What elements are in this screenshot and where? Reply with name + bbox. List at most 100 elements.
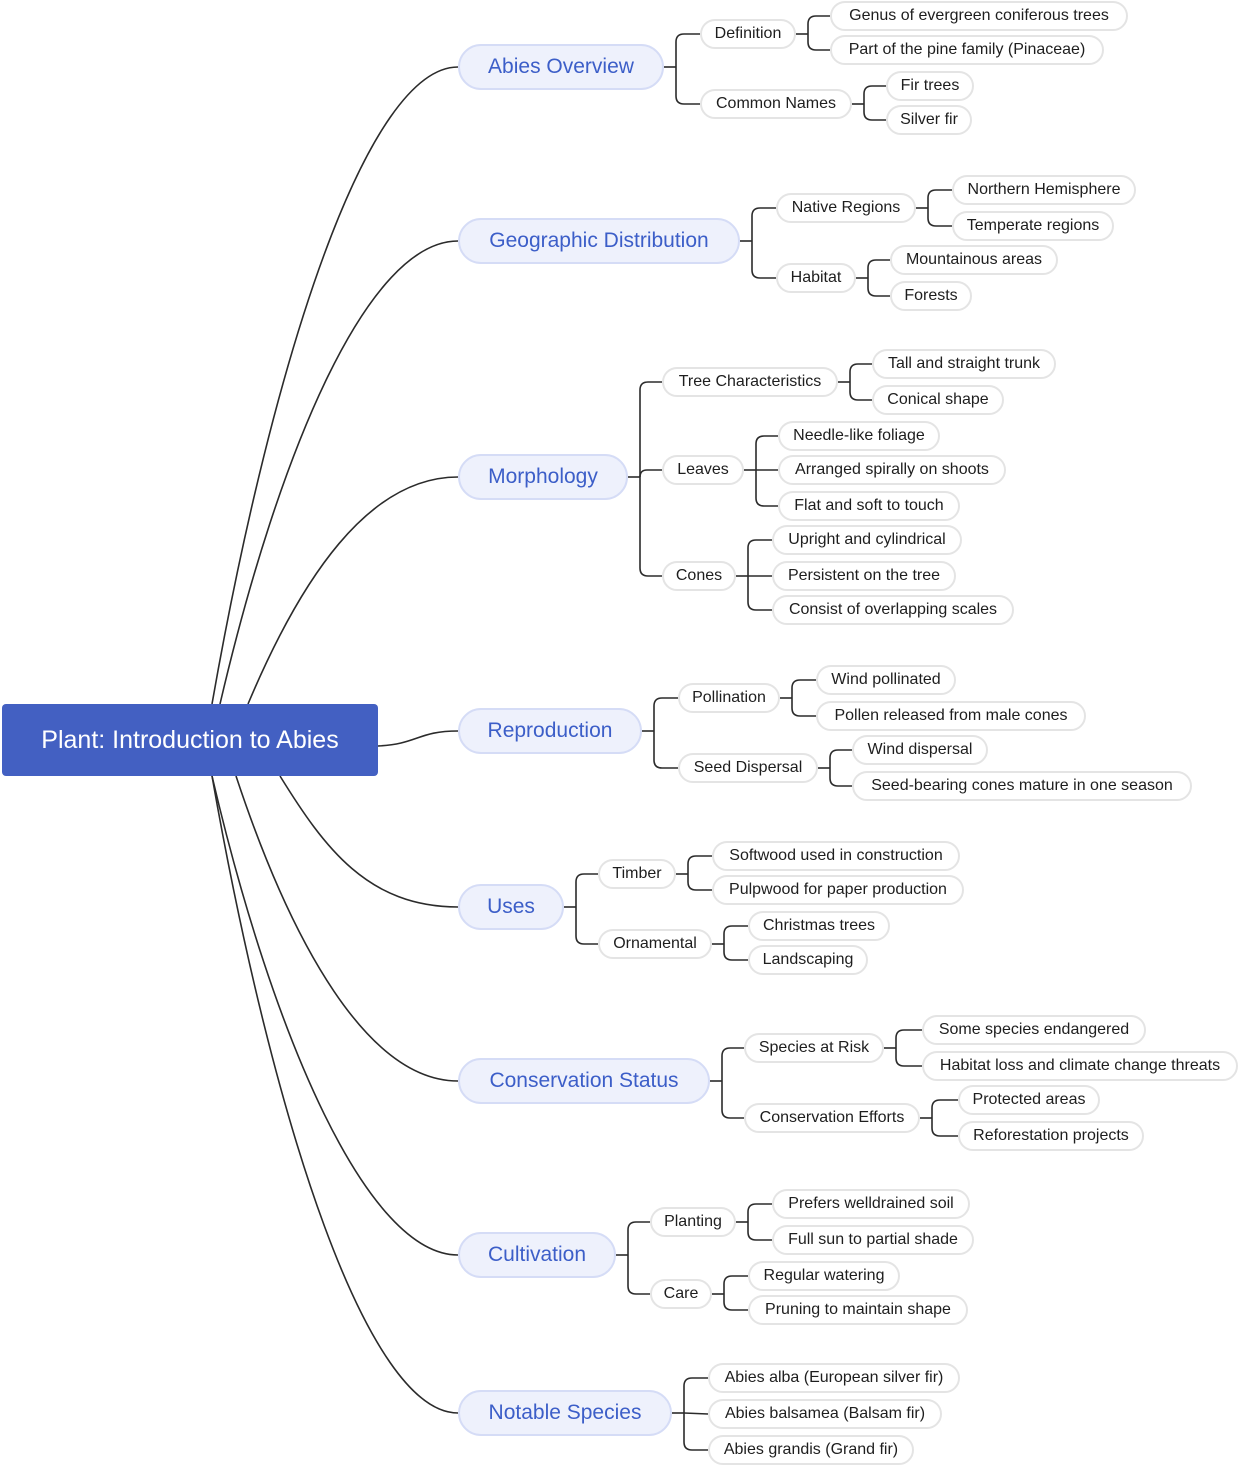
- branch-3-topic-1[interactable]: Seed Dispersal: [678, 753, 818, 783]
- branch-0[interactable]: Abies Overview: [458, 44, 664, 90]
- branch-2-topic-2[interactable]: Cones: [662, 561, 736, 591]
- root-node[interactable]: Plant: Introduction to Abies: [2, 704, 378, 776]
- branch-2-link-2: [639, 477, 662, 577]
- branch-3-topic-1-link-0: [829, 749, 852, 768]
- branch-2-topic-0-item-1[interactable]: Conical shape: [872, 385, 1004, 415]
- branch-5-topic-0-item-0[interactable]: Some species endangered: [922, 1015, 1146, 1045]
- branch-3-link-1: [653, 731, 678, 769]
- branch-2-topic-2-item-1[interactable]: Persistent on the tree: [772, 561, 956, 591]
- branch-1-topic-1-item-1[interactable]: Forests: [890, 281, 972, 311]
- branch-2[interactable]: Morphology: [458, 454, 628, 500]
- branch-1[interactable]: Geographic Distribution: [458, 218, 740, 264]
- branch-1-topic-0-item-1[interactable]: Temperate regions: [952, 211, 1114, 241]
- branch-1-topic-1-item-0[interactable]: Mountainous areas: [890, 245, 1058, 275]
- branch-5-topic-0-link-1: [895, 1048, 922, 1067]
- branch-2-topic-1-label: Leaves: [677, 461, 729, 478]
- branch-4-topic-1-item-0[interactable]: Christmas trees: [748, 911, 890, 941]
- branch-3-topic-1-link-1: [829, 768, 852, 787]
- branch-5-topic-1[interactable]: Conservation Efforts: [744, 1103, 920, 1133]
- branch-2-topic-2-link-0: [747, 539, 772, 576]
- branch-5-topic-0-item-1[interactable]: Habitat loss and climate change threats: [922, 1051, 1238, 1081]
- branch-0-topic-0-item-1[interactable]: Part of the pine family (Pinaceae): [830, 35, 1104, 65]
- branch-1-label: Geographic Distribution: [489, 229, 709, 252]
- branch-0-topic-1-item-1[interactable]: Silver fir: [886, 105, 972, 135]
- branch-4-topic-1-item-1[interactable]: Landscaping: [748, 945, 868, 975]
- branch-1-link-1: [751, 241, 776, 279]
- branch-2-topic-2-item-2[interactable]: Consist of overlapping scales: [772, 595, 1014, 625]
- branch-7-topic-1[interactable]: Abies balsamea (Balsam fir): [708, 1399, 942, 1429]
- branch-3[interactable]: Reproduction: [458, 708, 642, 754]
- branch-5-topic-1-item-0[interactable]: Protected areas: [958, 1085, 1100, 1115]
- branch-2-topic-1-link-0: [755, 435, 778, 470]
- branch-7-topic-0[interactable]: Abies alba (European silver fir): [708, 1363, 960, 1393]
- branch-2-topic-0-label: Tree Characteristics: [678, 373, 822, 390]
- branch-2-topic-2-item-0[interactable]: Upright and cylindrical: [772, 525, 962, 555]
- branch-5-topic-0[interactable]: Species at Risk: [744, 1033, 884, 1063]
- branch-1-topic-0-label: Native Regions: [791, 199, 901, 216]
- branch-6-topic-0-item-1-label: Full sun to partial shade: [788, 1231, 958, 1248]
- branch-0-topic-0-item-0[interactable]: Genus of evergreen coniferous trees: [830, 1, 1128, 31]
- branch-2-topic-0-item-0[interactable]: Tall and straight trunk: [872, 349, 1056, 379]
- branch-2-topic-1-item-2[interactable]: Flat and soft to touch: [778, 491, 960, 521]
- branch-2-topic-0-link-0: [849, 363, 872, 382]
- branch-3-topic-0[interactable]: Pollination: [678, 683, 780, 713]
- branch-2-topic-1-item-2-label: Flat and soft to touch: [794, 497, 944, 514]
- branch-4-topic-1[interactable]: Ornamental: [598, 929, 712, 959]
- branch-5-label: Conservation Status: [489, 1069, 679, 1092]
- branch-1-topic-1[interactable]: Habitat: [776, 263, 856, 293]
- branch-2-link-1: [639, 469, 662, 478]
- branch-4-topic-0-item-0[interactable]: Softwood used in construction: [712, 841, 960, 871]
- branch-2-topic-1-item-0[interactable]: Needle-like foliage: [778, 421, 940, 451]
- branch-2-topic-1-item-1[interactable]: Arranged spirally on shoots: [778, 455, 1006, 485]
- branch-6-link-0: [627, 1221, 650, 1255]
- branch-4-topic-0-item-1-label: Pulpwood for paper production: [729, 881, 947, 898]
- branch-4-topic-0-item-1[interactable]: Pulpwood for paper production: [712, 875, 964, 905]
- branch-6-topic-0-item-1[interactable]: Full sun to partial shade: [772, 1225, 974, 1255]
- branch-5-topic-1-item-1[interactable]: Reforestation projects: [958, 1121, 1144, 1151]
- branch-0-topic-1-item-0[interactable]: Fir trees: [886, 71, 974, 101]
- branch-7[interactable]: Notable Species: [458, 1390, 672, 1436]
- branch-6-topic-1-link-1: [723, 1294, 748, 1311]
- branch-7-link-1: [683, 1412, 709, 1415]
- branch-1-topic-1-link-0: [867, 259, 890, 278]
- branch-3-topic-1-item-0[interactable]: Wind dispersal: [852, 735, 988, 765]
- branch-0-topic-1[interactable]: Common Names: [700, 89, 852, 119]
- branch-6-topic-0-item-0[interactable]: Prefers welldrained soil: [772, 1189, 970, 1219]
- branch-4-link-1: [575, 907, 598, 945]
- branch-1-topic-0-link-0: [927, 189, 952, 208]
- branch-5-topic-1-link-1: [931, 1118, 958, 1137]
- branch-0-topic-1-link-1: [863, 104, 886, 121]
- branch-0-topic-0[interactable]: Definition: [700, 19, 796, 49]
- branch-3-topic-0-item-0[interactable]: Wind pollinated: [816, 665, 956, 695]
- branch-1-topic-0-item-0-label: Northern Hemisphere: [967, 181, 1121, 198]
- branch-4[interactable]: Uses: [458, 884, 564, 930]
- branch-6-topic-1-item-1[interactable]: Pruning to maintain shape: [748, 1295, 968, 1325]
- branch-3-label: Reproduction: [487, 719, 613, 742]
- branch-2-topic-2-item-1-label: Persistent on the tree: [787, 567, 941, 584]
- branch-2-topic-1[interactable]: Leaves: [662, 455, 744, 485]
- root-link-1: [219, 240, 459, 705]
- branch-4-topic-0-link-1: [687, 874, 712, 891]
- branch-5[interactable]: Conservation Status: [458, 1058, 710, 1104]
- branch-6-topic-1[interactable]: Care: [650, 1279, 712, 1309]
- branch-7-topic-2[interactable]: Abies grandis (Grand fir): [708, 1435, 914, 1465]
- branch-5-topic-0-label: Species at Risk: [758, 1039, 870, 1056]
- branch-6-topic-0[interactable]: Planting: [650, 1207, 736, 1237]
- branch-0-topic-1-label: Common Names: [715, 95, 837, 112]
- branch-3-topic-0-item-1[interactable]: Pollen released from male cones: [816, 701, 1086, 731]
- branch-5-link-0: [721, 1047, 744, 1081]
- branch-1-topic-0-item-0[interactable]: Northern Hemisphere: [952, 175, 1136, 205]
- branch-6[interactable]: Cultivation: [458, 1232, 616, 1278]
- branch-5-topic-1-item-1-label: Reforestation projects: [973, 1127, 1129, 1144]
- branch-2-topic-0-item-1-label: Conical shape: [887, 391, 989, 408]
- branch-1-topic-0[interactable]: Native Regions: [776, 193, 916, 223]
- branch-2-topic-0[interactable]: Tree Characteristics: [662, 367, 838, 397]
- branch-4-topic-1-item-0-label: Christmas trees: [762, 917, 876, 934]
- branch-3-topic-1-item-1-label: Seed-bearing cones mature in one season: [871, 777, 1173, 794]
- branch-6-topic-0-link-1: [747, 1222, 772, 1241]
- branch-3-topic-1-item-1[interactable]: Seed-bearing cones mature in one season: [852, 771, 1192, 801]
- branch-4-topic-0[interactable]: Timber: [598, 859, 676, 889]
- branch-6-topic-1-item-0[interactable]: Regular watering: [748, 1261, 900, 1291]
- branch-7-topic-0-label: Abies alba (European silver fir): [724, 1369, 944, 1386]
